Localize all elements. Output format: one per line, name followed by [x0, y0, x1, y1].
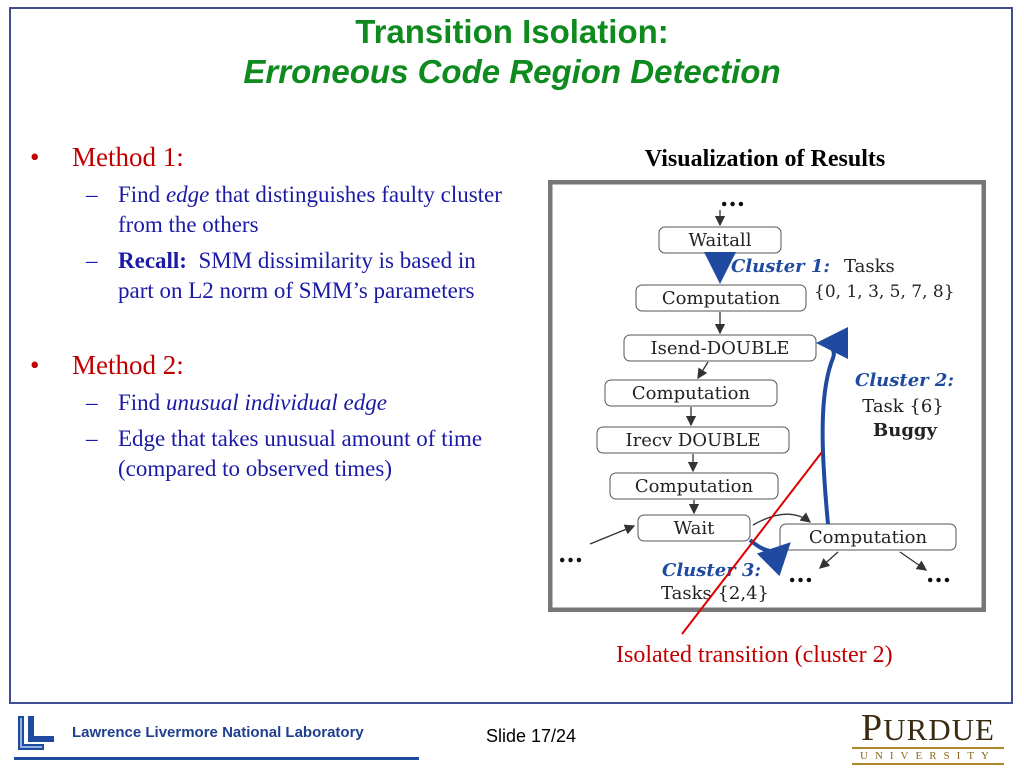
text-recall: Recall: [118, 248, 187, 273]
node-isend-label: Isend-DOUBLE [651, 338, 790, 359]
node-wait [637, 514, 751, 542]
purdue-rest: URDUE [883, 712, 995, 747]
text-smm: SMM dissimilarity is based in part on L2… [118, 248, 482, 303]
sub-bullet-unusual-time: –Edge that takes unusual amount of time … [86, 426, 483, 481]
cluster-1-label: Cluster 1: [731, 256, 830, 277]
purdue-university: UNIVERSITY [860, 750, 996, 762]
llnl-logo-icon [18, 716, 54, 750]
title-line-1: Transition Isolation: [355, 13, 669, 50]
node-computation-3 [609, 472, 779, 500]
node-computation-1 [635, 284, 807, 312]
slide-frame [9, 7, 1013, 704]
slide-title: Transition Isolation: Erroneous Code Reg… [0, 12, 1024, 92]
node-computation-1-label: Computation [662, 288, 781, 309]
ellipsis-mid: ... [788, 559, 813, 588]
cluster-2-buggy: Buggy [873, 420, 937, 441]
ellipsis-top: ... [720, 183, 745, 212]
text-find-2: Find [118, 390, 166, 415]
slide-number: Slide 17/24 [486, 726, 577, 746]
node-computation-2-label: Computation [632, 383, 751, 404]
cluster-2-task: Task {6} [862, 396, 944, 417]
purdue-logo: PURDUE UNIVERSITY [852, 709, 1004, 766]
visualization-title: Visualization of Results [644, 146, 886, 172]
bullet-method-2: Method 2: [28, 348, 508, 382]
bullet-method-1: Method 1: [28, 140, 508, 174]
node-isend [623, 334, 817, 362]
sub-bullet-recall: –Recall: SMM dissimilarity is based in p… [86, 248, 482, 303]
isolated-transition-caption: Isolated transition (cluster 2) [616, 642, 893, 668]
cluster-3-label: Cluster 3: [662, 560, 761, 581]
pointer-line [681, 451, 823, 635]
title-line-2: Erroneous Code Region Detection [243, 53, 781, 90]
text-find: Find [118, 182, 166, 207]
text-unusual-time: Edge that takes unusual amount of time (… [118, 426, 483, 481]
node-computation-2 [604, 379, 778, 407]
sub-bullet-find-edge: –Find edge that distinguishes faulty clu… [86, 182, 502, 237]
text-edge: edge [165, 182, 210, 207]
cluster-3-tasks: Tasks {2,4} [661, 583, 769, 604]
node-wait-label: Wait [674, 518, 715, 539]
node-computation-3-label: Computation [635, 476, 754, 497]
footer-rule [14, 757, 419, 760]
cluster-1-set: {0, 1, 3, 5, 7, 8} [814, 282, 955, 302]
node-waitall-label: Waitall [689, 230, 752, 251]
bullet-list: Method 1: –Find edge that distinguishes … [28, 140, 508, 484]
cluster-2-label: Cluster 2: [855, 370, 954, 391]
node-irecv [596, 426, 790, 454]
cluster-1-tasks: Tasks [844, 256, 895, 277]
node-computation-4 [779, 523, 957, 551]
text-unusual-edge: unusual individual edge [165, 390, 387, 415]
llnl-name: Lawrence Livermore National Laboratory [72, 724, 364, 741]
sub-bullet-unusual-edge: –Find unusual individual edge [86, 390, 387, 415]
node-irecv-label: Irecv DOUBLE [625, 430, 760, 451]
ellipsis-right: ... [926, 559, 951, 588]
node-computation-4-label: Computation [809, 527, 928, 548]
purdue-initial: P [861, 707, 884, 749]
results-diagram: ... Waitall Computation Isend-DOUBLE Com… [548, 180, 986, 612]
text-distinguishes: that distinguishes faulty cluster from t… [118, 182, 502, 237]
ellipsis-left: ... [558, 539, 583, 568]
